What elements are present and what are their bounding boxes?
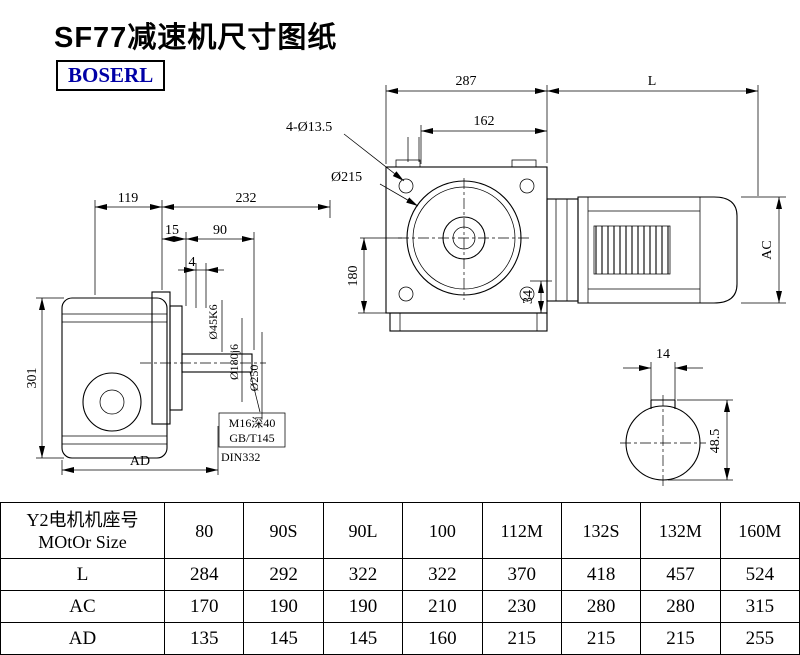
dim-l-label: L (648, 74, 657, 89)
table-cell: 215 (481, 622, 562, 655)
boserl-logo: BOSERL (56, 60, 166, 91)
dim-287-label: 287 (456, 74, 477, 89)
dim-ac-label: AC (760, 240, 775, 259)
dim-119-label: 119 (118, 191, 138, 206)
dia-250-label: Ø250 (247, 365, 261, 392)
bolt-hole (519, 178, 535, 194)
table-cell: 215 (640, 622, 721, 655)
dim-90-label: 90 (213, 223, 227, 238)
table-cell: 255 (719, 622, 800, 655)
frame-size-col: 100 (402, 502, 483, 559)
table-row-AC: AC 170 190 190 210 230 280 280 315 (0, 590, 800, 623)
table-cell: 135 (163, 622, 245, 655)
dia-45k6-label: Ø45K6 (206, 304, 220, 339)
dim-ad-label: AD (130, 454, 150, 469)
table-cell: 280 (640, 590, 721, 623)
row-label: L (0, 558, 165, 591)
row-label: AD (0, 622, 165, 655)
table-cell: 215 (560, 622, 642, 655)
frame-size-col: 90L (322, 502, 404, 559)
frame-size-col: 160M (719, 502, 800, 559)
note-din332-label: DIN332 (221, 450, 260, 464)
dim-4-label: 4 (189, 255, 196, 270)
dim-162-label: 162 (474, 114, 495, 129)
technical-drawing: 119 232 15 90 4 301 AD Ø45K6 Ø180j6 Ø250… (25, 74, 786, 488)
bolt-hole (398, 286, 414, 302)
table-cell: 160 (402, 622, 483, 655)
tapped-hole-note-box (218, 412, 286, 448)
dim-34-label: 34 (521, 290, 536, 304)
table-header-row: Y2电机机座号 MOtOr Size 80 90S 90L 100 112M 1… (0, 502, 800, 559)
table-row-L: L 284 292 322 322 370 418 457 524 (0, 558, 800, 591)
note-gbt145-label: GB/T145 (229, 431, 274, 445)
frame-size-col: 90S (243, 502, 324, 559)
bolt-hole (398, 178, 414, 194)
dia-180j6-label: Ø180j6 (227, 344, 241, 380)
motor-body-outline (577, 196, 738, 304)
table-cell: 524 (719, 558, 800, 591)
dim-14-label: 14 (656, 347, 670, 362)
frame-size-col: 132M (640, 502, 721, 559)
table-cell: 292 (243, 558, 324, 591)
table-cell: 284 (163, 558, 245, 591)
frame-size-col: 80 (163, 502, 245, 559)
table-row-AD: AD 135 145 145 160 215 215 215 255 (0, 622, 800, 655)
table-cell: 170 (163, 590, 245, 623)
front-view: 287 L 162 4-Ø13.5 Ø215 180 34 AC (286, 74, 786, 332)
frame-size-col: 112M (481, 502, 562, 559)
table-cell: 280 (560, 590, 642, 623)
motor-size-header-en: MOtOr Size (38, 531, 127, 552)
page-title: SF77减速机尺寸图纸 (54, 22, 338, 54)
table-cell: 190 (322, 590, 404, 623)
mounting-base (389, 312, 548, 332)
table-cell: 190 (243, 590, 324, 623)
table-cell: 230 (481, 590, 562, 623)
table-cell: 322 (322, 558, 404, 591)
table-cell: 418 (560, 558, 642, 591)
motor-adapter (546, 198, 579, 302)
frame-size-col: 132S (560, 502, 642, 559)
gear-housing-outline (61, 297, 168, 459)
table-cell: 315 (719, 590, 800, 623)
dim-48-5-label: 48.5 (708, 429, 723, 454)
dia-215-label: Ø215 (331, 170, 362, 185)
dim-180-label: 180 (346, 266, 361, 287)
dimension-table: Y2电机机座号 MOtOr Size 80 90S 90L 100 112M 1… (0, 502, 800, 655)
table-cell: 370 (481, 558, 562, 591)
note-m16-label: M16深40 (229, 416, 276, 430)
shaft-section-view: 14 48.5 (620, 347, 733, 488)
table-cell: 457 (640, 558, 721, 591)
motor-size-header: Y2电机机座号 MOtOr Size (0, 502, 165, 559)
table-cell: 145 (322, 622, 404, 655)
table-cell: 322 (402, 558, 483, 591)
bolt-hole (519, 286, 535, 302)
dim-301-label: 301 (25, 368, 40, 389)
side-view: 119 232 15 90 4 301 AD Ø45K6 Ø180j6 Ø250… (25, 191, 331, 475)
dim-232-label: 232 (236, 191, 257, 206)
table-cell: 210 (402, 590, 483, 623)
motor-size-header-cn: Y2电机机座号 (26, 509, 139, 530)
holes-4xd13-label: 4-Ø13.5 (286, 120, 332, 135)
table-cell: 145 (243, 622, 324, 655)
row-label: AC (0, 590, 165, 623)
output-bore-circle (82, 372, 142, 432)
dim-15-label: 15 (165, 223, 179, 238)
